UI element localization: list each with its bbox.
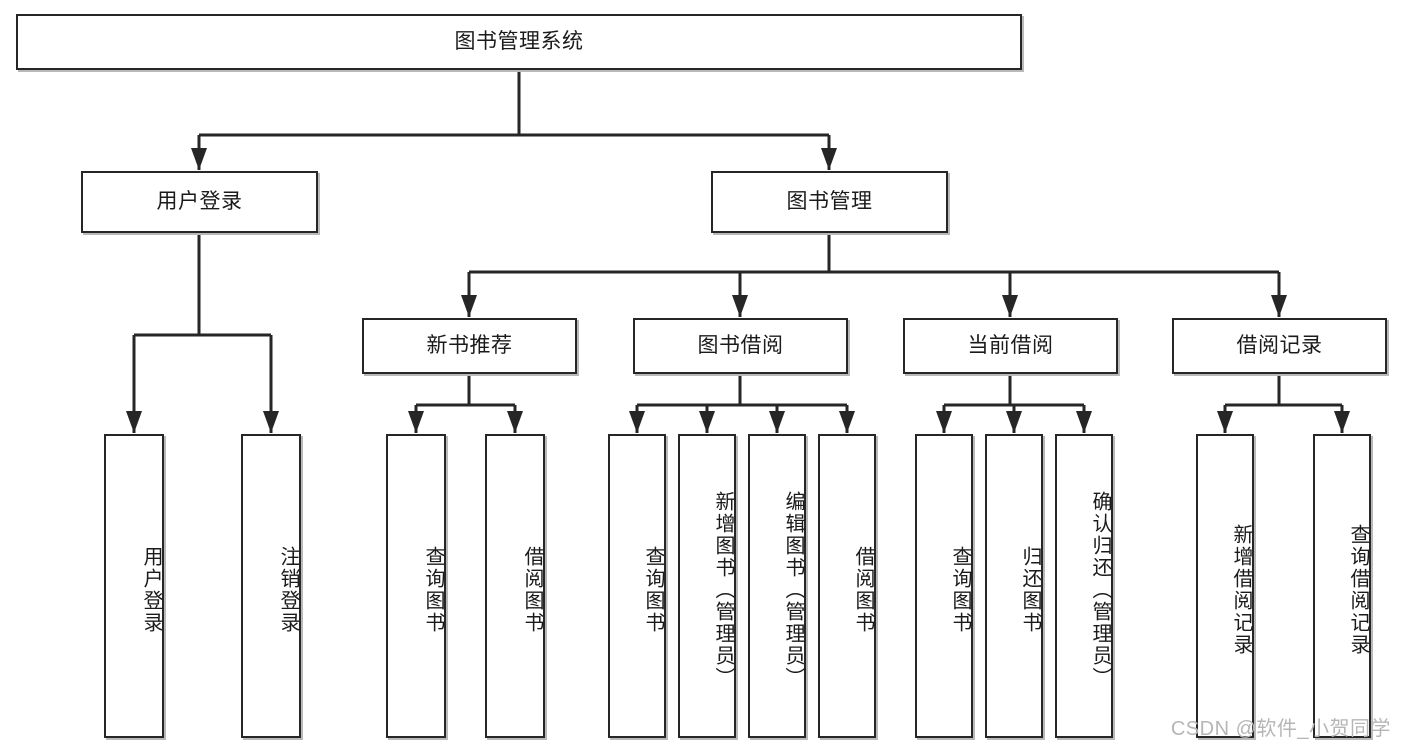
node-book-borrow[interactable]: 图书借阅 (633, 318, 848, 374)
node-leaf-return-book[interactable]: 归还图书 (985, 434, 1043, 738)
node-leaf-query-book-3[interactable]: 查询图书 (915, 434, 973, 738)
node-label: 查询图书 (422, 546, 444, 634)
node-label: 借阅图书 (521, 546, 543, 634)
node-leaf-user-logout[interactable]: 注销登录 (241, 434, 301, 738)
node-label: 确认归还（管理员） (1089, 491, 1111, 689)
node-leaf-query-record[interactable]: 查询借阅记录 (1313, 434, 1371, 738)
node-borrow-record[interactable]: 借阅记录 (1172, 318, 1387, 374)
node-label: 用户登录 (140, 546, 162, 634)
node-leaf-borrow-book-2[interactable]: 借阅图书 (818, 434, 876, 738)
node-label: 图书管理系统 (454, 29, 584, 53)
node-label: 查询图书 (949, 546, 971, 634)
node-leaf-edit-book[interactable]: 编辑图书（管理员） (748, 434, 806, 738)
node-leaf-query-book-1[interactable]: 查询图书 (386, 434, 446, 738)
node-leaf-confirm-return[interactable]: 确认归还（管理员） (1055, 434, 1113, 738)
node-book-manage[interactable]: 图书管理 (711, 171, 948, 233)
node-label: 编辑图书（管理员） (782, 491, 804, 689)
node-label: 借阅记录 (1236, 333, 1323, 357)
node-label: 新增借阅记录 (1230, 524, 1252, 656)
node-label: 图书借阅 (697, 333, 784, 357)
node-user-login[interactable]: 用户登录 (81, 171, 318, 233)
node-current-borrow[interactable]: 当前借阅 (903, 318, 1118, 374)
node-label: 当前借阅 (967, 333, 1054, 357)
node-label: 图书管理 (786, 189, 873, 213)
node-leaf-borrow-book-1[interactable]: 借阅图书 (485, 434, 545, 738)
node-root-system[interactable]: 图书管理系统 (16, 14, 1022, 70)
node-label: 查询图书 (642, 546, 664, 634)
node-label: 注销登录 (277, 546, 299, 634)
node-label: 新书推荐 (426, 333, 513, 357)
node-label: 归还图书 (1019, 546, 1041, 634)
node-leaf-user-login[interactable]: 用户登录 (104, 434, 164, 738)
node-leaf-add-record[interactable]: 新增借阅记录 (1196, 434, 1254, 738)
node-label: 新增图书（管理员） (712, 491, 734, 689)
node-leaf-query-book-2[interactable]: 查询图书 (608, 434, 666, 738)
node-label: 查询借阅记录 (1347, 524, 1369, 656)
node-label: 用户登录 (156, 189, 243, 213)
node-leaf-add-book[interactable]: 新增图书（管理员） (678, 434, 736, 738)
node-new-book-rec[interactable]: 新书推荐 (362, 318, 577, 374)
node-label: 借阅图书 (852, 546, 874, 634)
watermark-text: CSDN @软件_小贺同学 (1170, 718, 1391, 740)
